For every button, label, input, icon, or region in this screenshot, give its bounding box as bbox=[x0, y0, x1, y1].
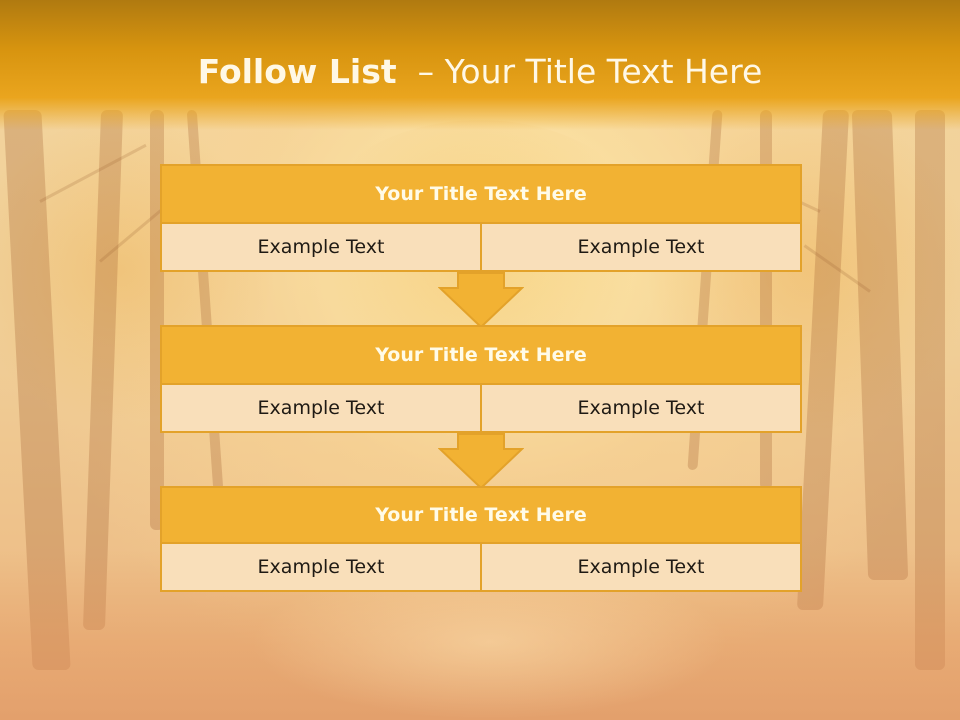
block-2-header: Your Title Text Here bbox=[160, 325, 802, 385]
block-1-header: Your Title Text Here bbox=[160, 164, 802, 224]
title-band bbox=[0, 0, 960, 130]
slide-title-bold: Follow List bbox=[197, 52, 397, 91]
down-arrow-icon bbox=[438, 433, 524, 489]
slide-title: Follow List – Your Title Text Here bbox=[0, 52, 960, 91]
slide-title-rest: – Your Title Text Here bbox=[417, 52, 763, 91]
block-2-right-cell: Example Text bbox=[480, 383, 802, 433]
follow-block-1: Your Title Text Here Example Text Exampl… bbox=[160, 164, 802, 272]
block-2-left-cell: Example Text bbox=[160, 383, 482, 433]
block-1-left-cell: Example Text bbox=[160, 222, 482, 272]
block-3-left-cell: Example Text bbox=[160, 542, 482, 592]
follow-block-2: Your Title Text Here Example Text Exampl… bbox=[160, 325, 802, 433]
follow-block-3: Your Title Text Here Example Text Exampl… bbox=[160, 486, 802, 592]
block-3-header: Your Title Text Here bbox=[160, 486, 802, 544]
block-3-right-cell: Example Text bbox=[480, 542, 802, 592]
block-1-right-cell: Example Text bbox=[480, 222, 802, 272]
down-arrow-icon bbox=[438, 272, 524, 328]
